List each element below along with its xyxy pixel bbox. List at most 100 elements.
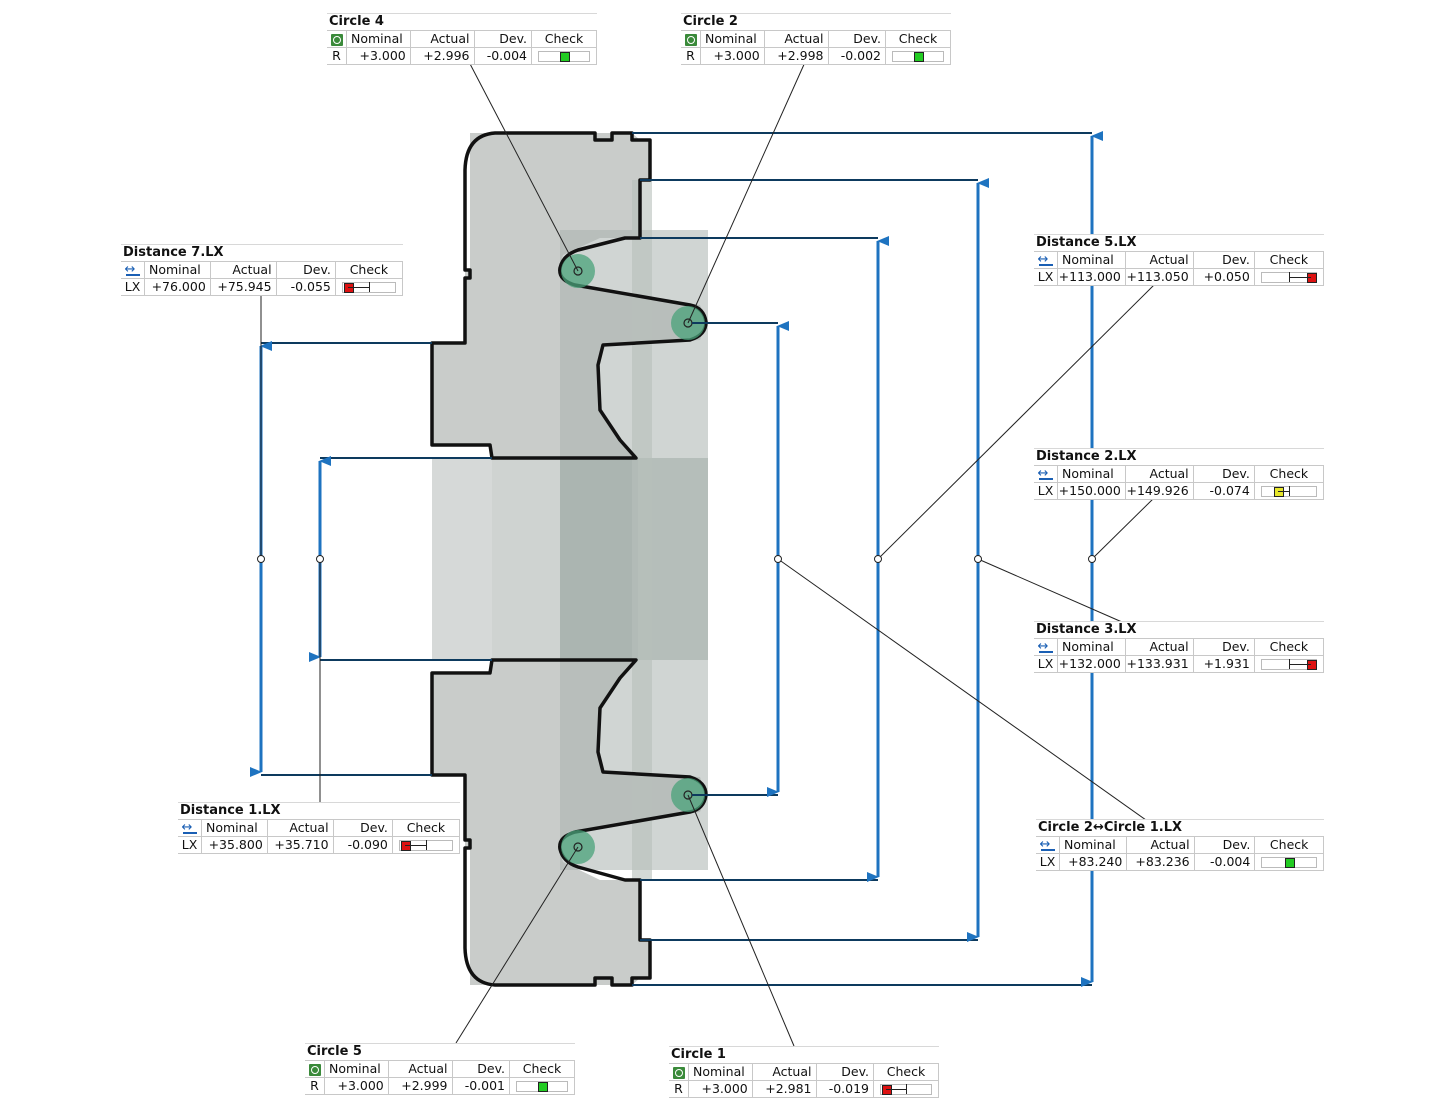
deviation-marker xyxy=(1285,858,1296,868)
header-dev: Dev. xyxy=(334,820,393,836)
table-title: Circle 1 xyxy=(669,1046,939,1064)
table-distance-2[interactable]: Distance 2.LXNominalActualDev.CheckLX+15… xyxy=(1034,448,1324,500)
tolerance-check-indicator xyxy=(1255,483,1324,499)
circle-feature-icon xyxy=(669,1064,689,1080)
table-title: Distance 2.LX xyxy=(1034,448,1324,466)
tolerance-check-indicator xyxy=(532,48,597,64)
actual-value: +149.926 xyxy=(1126,483,1194,499)
nominal-value: +83.240 xyxy=(1060,854,1128,870)
header-actual: Actual xyxy=(1126,252,1194,268)
part-body xyxy=(432,133,708,985)
table-title: Circle 5 xyxy=(305,1043,575,1061)
deviation-value: -0.001 xyxy=(453,1078,510,1094)
table-title: Distance 3.LX xyxy=(1034,621,1324,639)
header-nominal: Nominal xyxy=(1058,466,1126,482)
axis-label: R xyxy=(669,1081,689,1097)
table-title: Circle 4 xyxy=(327,13,597,31)
header-dev: Dev. xyxy=(1194,252,1255,268)
tolerance-check-indicator xyxy=(1255,269,1324,285)
header-actual: Actual xyxy=(1127,837,1195,853)
deviation-value: +0.050 xyxy=(1194,269,1255,285)
dimension-extension-lines xyxy=(261,132,1092,986)
table-distance-1[interactable]: Distance 1.LXNominalActualDev.CheckLX+35… xyxy=(178,802,460,854)
deviation-value: -0.074 xyxy=(1194,483,1255,499)
distance-icon xyxy=(1034,639,1058,655)
axis-label: R xyxy=(681,48,701,64)
nominal-tick xyxy=(368,282,370,292)
deviation-marker xyxy=(400,841,411,851)
deviation-marker xyxy=(882,1085,892,1095)
tolerance-check-indicator xyxy=(1255,854,1324,870)
nominal-value: +3.000 xyxy=(689,1081,753,1097)
tolerance-check-indicator xyxy=(874,1081,939,1097)
deviation-span xyxy=(347,287,369,288)
header-check: Check xyxy=(393,820,460,836)
header-nominal: Nominal xyxy=(145,262,211,278)
nominal-value: +76.000 xyxy=(145,279,211,295)
header-nominal: Nominal xyxy=(325,1061,389,1077)
header-actual: Actual xyxy=(411,31,475,47)
part-profile xyxy=(430,131,708,987)
header-check: Check xyxy=(336,262,403,278)
circle-feature-icon xyxy=(305,1061,325,1077)
deviation-value: -0.004 xyxy=(475,48,532,64)
table-distance-5[interactable]: Distance 5.LXNominalActualDev.CheckLX+11… xyxy=(1034,234,1324,286)
distance-icon xyxy=(1034,252,1058,268)
axis-label: LX xyxy=(1034,483,1058,499)
distance-icon xyxy=(121,262,145,278)
header-check: Check xyxy=(1255,466,1324,482)
header-nominal: Nominal xyxy=(701,31,765,47)
header-check: Check xyxy=(532,31,597,47)
header-check: Check xyxy=(886,31,951,47)
actual-value: +2.981 xyxy=(753,1081,817,1097)
deviation-marker xyxy=(343,283,354,293)
header-dev: Dev. xyxy=(453,1061,510,1077)
header-actual: Actual xyxy=(211,262,277,278)
header-check: Check xyxy=(1255,252,1324,268)
axis-label: LX xyxy=(121,279,145,295)
nominal-tick xyxy=(1288,486,1290,496)
actual-value: +113.050 xyxy=(1126,269,1194,285)
deviation-span xyxy=(1288,277,1311,278)
table-distance-3[interactable]: Distance 3.LXNominalActualDev.CheckLX+13… xyxy=(1034,621,1324,673)
deviation-value: -0.090 xyxy=(334,837,393,853)
actual-value: +35.710 xyxy=(268,837,334,853)
table-title: Distance 5.LX xyxy=(1034,234,1324,252)
axis-label: R xyxy=(305,1078,325,1094)
axis-label: LX xyxy=(1034,656,1058,672)
tolerance-check-indicator xyxy=(510,1078,575,1094)
header-nominal: Nominal xyxy=(1060,837,1128,853)
actual-value: +2.996 xyxy=(411,48,475,64)
deviation-marker xyxy=(560,52,570,62)
deviation-value: -0.002 xyxy=(829,48,886,64)
table-distance-7[interactable]: Distance 7.LXNominalActualDev.CheckLX+76… xyxy=(121,244,403,296)
deviation-value: -0.019 xyxy=(817,1081,874,1097)
circle-feature-icon xyxy=(327,31,347,47)
nominal-tick xyxy=(425,840,427,850)
header-check: Check xyxy=(1255,639,1324,655)
table-circle2-circle1[interactable]: Circle 2↔Circle 1.LXNominalActualDev.Che… xyxy=(1036,819,1324,871)
actual-value: +133.931 xyxy=(1126,656,1194,672)
actual-value: +2.999 xyxy=(389,1078,453,1094)
tolerance-check-indicator xyxy=(336,279,403,295)
table-title: Distance 7.LX xyxy=(121,244,403,262)
header-actual: Actual xyxy=(1126,466,1194,482)
header-actual: Actual xyxy=(753,1064,817,1080)
header-dev: Dev. xyxy=(817,1064,874,1080)
nominal-value: +3.000 xyxy=(701,48,765,64)
table-title: Circle 2 xyxy=(681,13,951,31)
header-actual: Actual xyxy=(268,820,334,836)
header-nominal: Nominal xyxy=(1058,639,1126,655)
nominal-value: +35.800 xyxy=(202,837,268,853)
header-nominal: Nominal xyxy=(1058,252,1126,268)
deviation-marker xyxy=(1306,273,1317,283)
axis-label: R xyxy=(327,48,347,64)
circle-feature-icon xyxy=(681,31,701,47)
header-actual: Actual xyxy=(765,31,829,47)
deviation-span xyxy=(886,1089,906,1090)
